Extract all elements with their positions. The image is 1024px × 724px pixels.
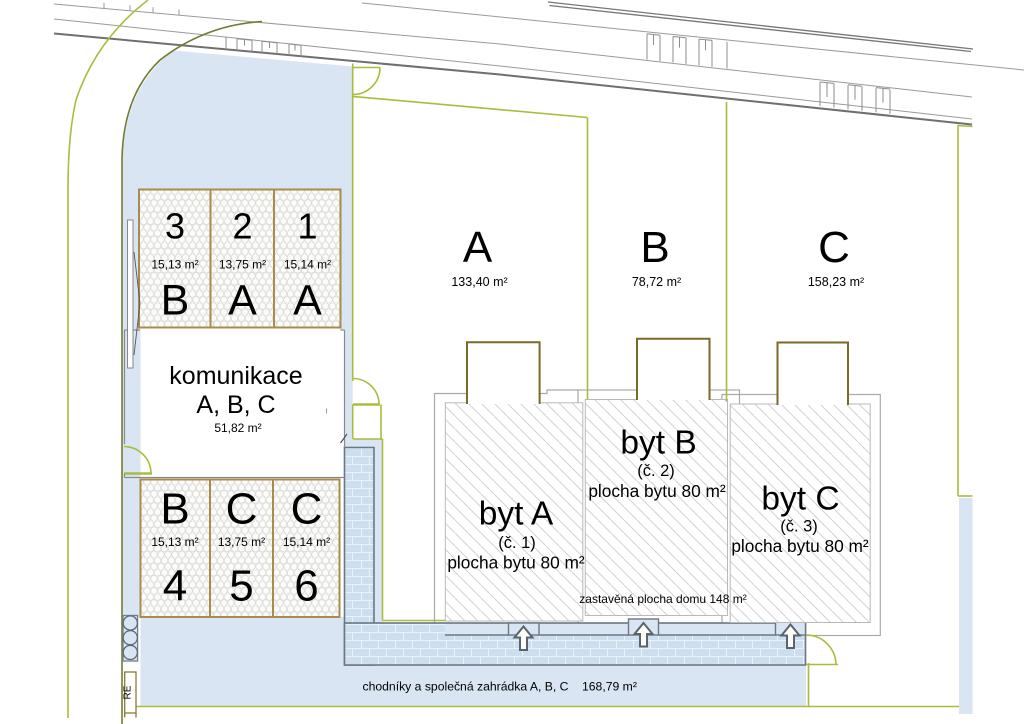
svg-text:byt A: byt A <box>479 496 554 533</box>
svg-text:4: 4 <box>163 562 187 611</box>
svg-text:15,14 m²: 15,14 m² <box>284 258 331 272</box>
svg-text:13,75 m²: 13,75 m² <box>219 258 266 272</box>
svg-text:13,75 m²: 13,75 m² <box>218 535 265 549</box>
svg-text:B: B <box>160 485 189 534</box>
svg-text:chodníky a společná zahrádka A: chodníky a společná zahrádka A, B, C 168… <box>363 680 637 694</box>
svg-text:5: 5 <box>229 562 253 611</box>
svg-text:B: B <box>640 223 669 272</box>
svg-text:plocha bytu 80 m²: plocha bytu 80 m² <box>588 481 726 501</box>
svg-text:A: A <box>228 277 257 325</box>
svg-text:158,23 m²: 158,23 m² <box>808 275 864 289</box>
svg-text:2: 2 <box>232 206 252 247</box>
svg-text:78,72 m²: 78,72 m² <box>632 275 681 289</box>
svg-text:133,40 m²: 133,40 m² <box>451 275 507 289</box>
svg-text:byt C: byt C <box>761 481 839 518</box>
svg-text:A, B, C: A, B, C <box>196 391 275 419</box>
svg-text:C: C <box>291 485 323 534</box>
svg-text:6: 6 <box>294 562 318 611</box>
svg-text:51,82 m²: 51,82 m² <box>214 421 261 435</box>
svg-text:3: 3 <box>165 206 185 247</box>
svg-text:zastavěná plocha domu 148 m²: zastavěná plocha domu 148 m² <box>579 592 746 606</box>
svg-text:RE: RE <box>122 685 133 699</box>
svg-text:A: A <box>293 277 322 325</box>
svg-text:byt B: byt B <box>620 425 696 462</box>
svg-text:1: 1 <box>297 206 317 247</box>
svg-text:(č. 2): (č. 2) <box>637 462 675 480</box>
svg-text:A: A <box>463 223 493 272</box>
svg-text:(č. 1): (č. 1) <box>498 534 536 552</box>
svg-text:B: B <box>161 277 190 325</box>
svg-text:plocha bytu 80 m²: plocha bytu 80 m² <box>731 536 869 556</box>
svg-text:15,13 m²: 15,13 m² <box>151 535 198 549</box>
svg-text:(č. 3): (č. 3) <box>780 518 818 536</box>
svg-text:plocha bytu 80 m²: plocha bytu 80 m² <box>447 553 585 573</box>
svg-text:15,14 m²: 15,14 m² <box>283 535 330 549</box>
svg-text:15,13 m²: 15,13 m² <box>151 258 198 272</box>
svg-text:komunikace: komunikace <box>169 362 302 390</box>
svg-text:C: C <box>226 485 258 534</box>
svg-text:C: C <box>818 223 850 272</box>
